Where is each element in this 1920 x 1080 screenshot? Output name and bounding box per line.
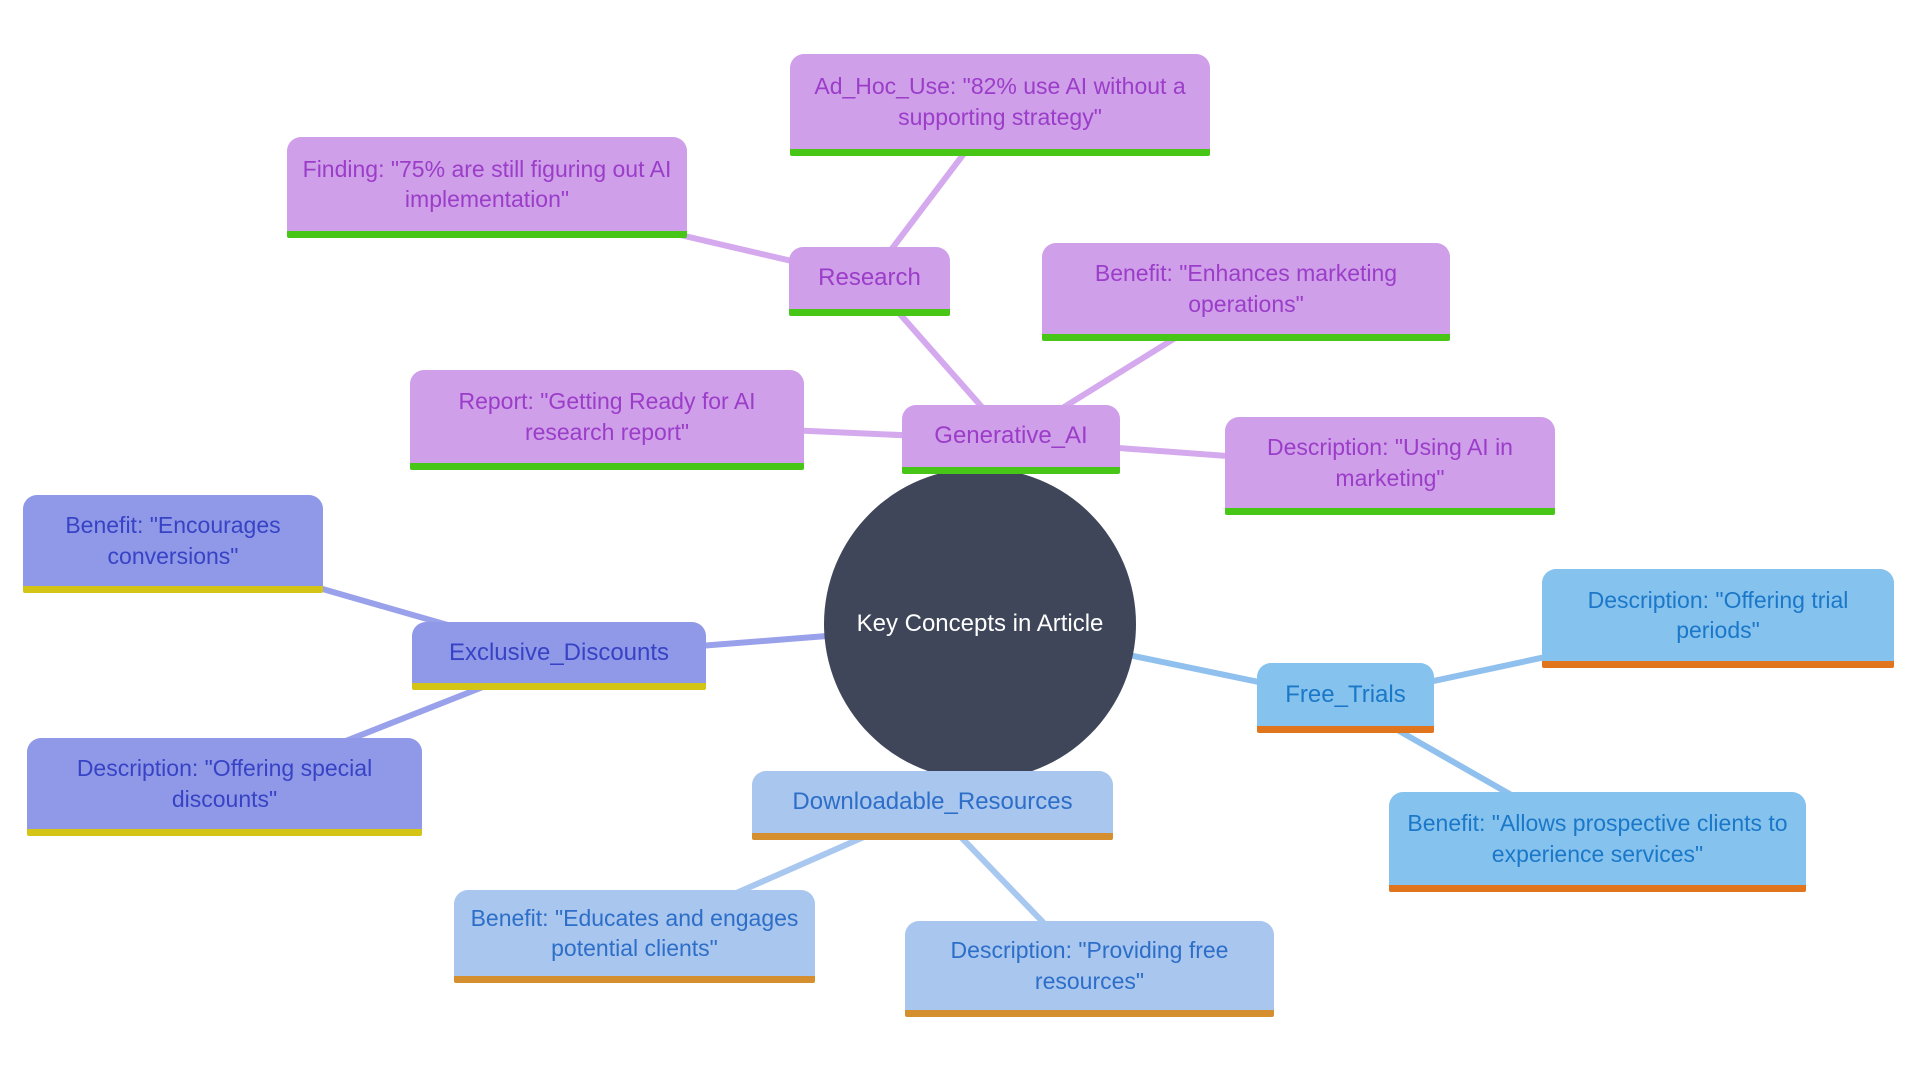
central-topic[interactable]: Key Concepts in Article: [824, 468, 1136, 780]
node-exclusive-discounts[interactable]: Exclusive_Discounts: [412, 622, 706, 690]
node-benefit-encourages[interactable]: Benefit: "Encourages conversions": [23, 495, 323, 593]
node-ad-hoc-use-label: Ad_Hoc_Use: "82% use AI without a suppor…: [814, 73, 1186, 130]
node-description-using-ai-label: Description: "Using AI in marketing": [1267, 434, 1513, 491]
node-exclusive-discounts-label: Exclusive_Discounts: [448, 638, 670, 666]
node-description-using-ai[interactable]: Description: "Using AI in marketing": [1225, 417, 1555, 515]
node-description-providing[interactable]: Description: "Providing free resources": [905, 921, 1274, 1017]
central-topic-label: Key Concepts in Article: [856, 610, 1104, 637]
node-ad-hoc-use[interactable]: Ad_Hoc_Use: "82% use AI without a suppor…: [790, 54, 1210, 156]
node-benefit-educates[interactable]: Benefit: "Educates and engages potential…: [454, 890, 815, 983]
node-report[interactable]: Report: "Getting Ready for AI research r…: [410, 370, 804, 470]
node-benefit-encourages-label: Benefit: "Encourages conversions": [65, 512, 281, 569]
node-finding[interactable]: Finding: "75% are still figuring out AI …: [287, 137, 687, 238]
node-downloadable-resources-label: Downloadable_Resources: [792, 788, 1073, 816]
node-generative-ai[interactable]: Generative_AI: [902, 405, 1120, 474]
node-free-trials-label: Free_Trials: [1285, 680, 1406, 708]
node-benefit-educates-label: Benefit: "Educates and engages potential…: [470, 904, 799, 961]
node-generative-ai-label: Generative_AI: [934, 422, 1088, 450]
node-description-trial-periods-label: Description: "Offering trial periods": [1587, 586, 1849, 643]
node-benefit-allows[interactable]: Benefit: "Allows prospective clients to …: [1389, 792, 1806, 892]
node-description-providing-label: Description: "Providing free resources": [950, 937, 1229, 994]
node-description-special-discounts[interactable]: Description: "Offering special discounts…: [27, 738, 422, 836]
node-description-special-discounts-label: Description: "Offering special discounts…: [76, 755, 373, 812]
node-benefit-allows-label: Benefit: "Allows prospective clients to …: [1407, 810, 1788, 867]
node-report-label: Report: "Getting Ready for AI research r…: [458, 388, 756, 445]
node-description-trial-periods[interactable]: Description: "Offering trial periods": [1542, 569, 1894, 668]
node-finding-label: Finding: "75% are still figuring out AI …: [302, 155, 672, 212]
node-downloadable-resources[interactable]: Downloadable_Resources: [752, 771, 1113, 840]
node-free-trials[interactable]: Free_Trials: [1257, 663, 1434, 733]
node-benefit-enhances[interactable]: Benefit: "Enhances marketing operations": [1042, 243, 1450, 341]
node-research[interactable]: Research: [789, 247, 950, 316]
node-research-label: Research: [818, 264, 921, 292]
node-benefit-enhances-label: Benefit: "Enhances marketing operations": [1094, 260, 1398, 317]
